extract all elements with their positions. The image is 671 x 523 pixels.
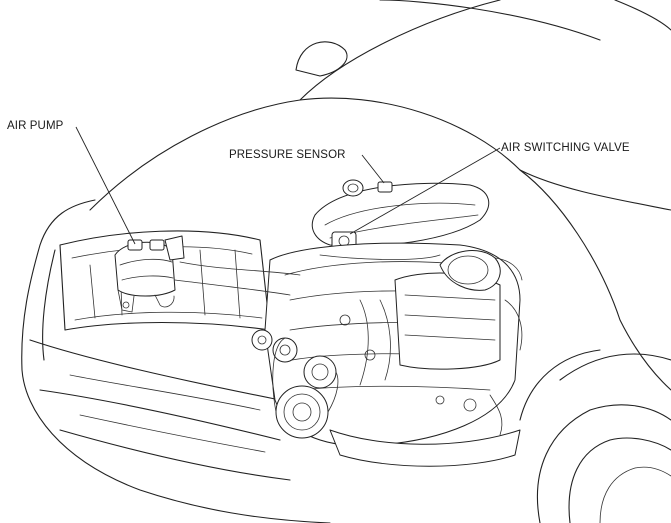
air-switching-valve-label: AIR SWITCHING VALVE	[501, 142, 630, 154]
leader-air-pump	[75, 126, 136, 245]
pressure-sensor-label: PRESSURE SENSOR	[229, 149, 346, 161]
engine-assembly	[174, 179, 523, 467]
leader-pressure-sensor	[361, 154, 385, 184]
air-pump	[114, 235, 185, 313]
leader-air-switching-valve	[349, 147, 501, 235]
air-pump-label: AIR PUMP	[7, 120, 64, 132]
leader-lines	[75, 126, 501, 245]
